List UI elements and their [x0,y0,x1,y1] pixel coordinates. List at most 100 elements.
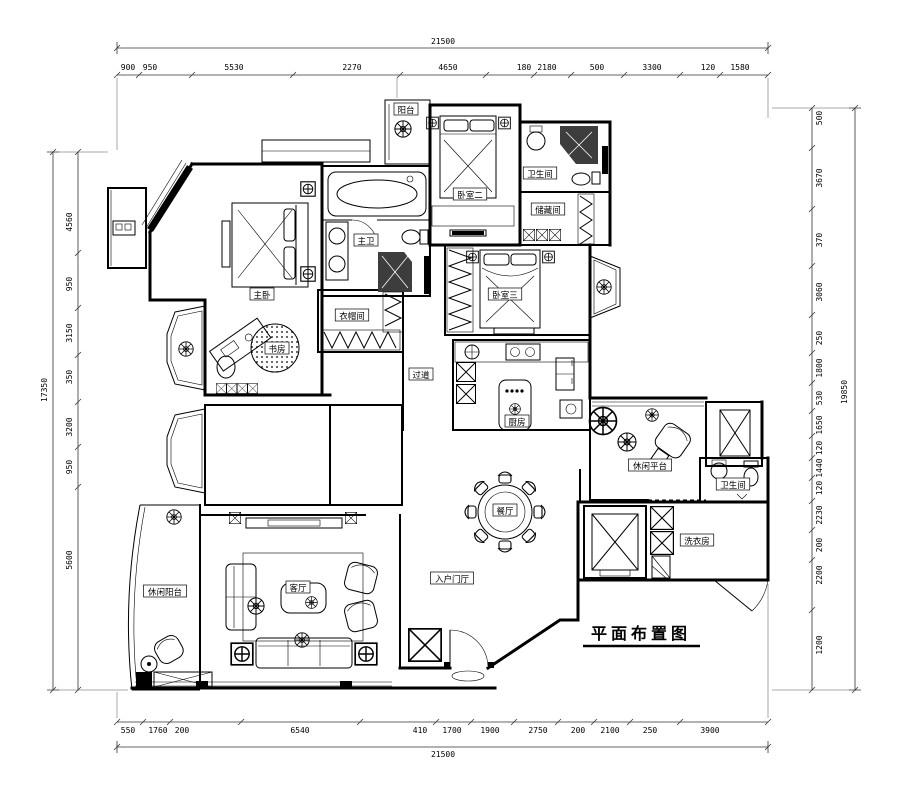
toilet-icon [401,229,429,245]
dining-chair-icon [464,504,477,520]
dim-label: 250 [643,726,658,735]
rug-icon [242,552,364,642]
room-label-box-closet [334,308,370,322]
room-label-storage: 储藏间 [535,205,561,216]
plant-icon [596,279,612,295]
dim-tick [676,71,684,79]
dim-tick [851,104,859,112]
bookshelf-icon [237,383,248,394]
cabinet-icon [456,384,476,404]
plant-icon [617,432,637,452]
dining-chair-icon [497,471,513,484]
plant-icon [588,406,618,436]
cabinet-icon [523,228,535,242]
dim-tick [808,349,816,357]
dim-tick [74,351,82,359]
armchair-icon [654,422,691,459]
room-label-living-room: 客厅 [289,583,307,594]
room-laundry [583,505,769,612]
dining-chair-icon [471,527,490,546]
room-foyer [408,628,494,682]
stove-icon [505,343,541,361]
dim-label: 1760 [148,726,167,735]
room-label-bath-2: 卫生间 [527,169,553,180]
dim-label: 4560 [65,212,74,231]
room-label-box-study [264,341,290,355]
plant-icon [645,408,659,422]
dim-label: 1900 [480,726,499,735]
room-guest-bath [710,459,759,500]
walls [107,99,770,691]
dim-label: 500 [590,63,605,72]
room-label-leisure-platform: 休闲平台 [633,461,667,472]
dim-label: 1200 [815,635,824,654]
dim-tick [74,483,82,491]
drawing-title-text: 平面布置图 [591,624,691,643]
dim-total-label: 21500 [431,37,455,46]
plant-icon [178,341,194,357]
toilet-icon [743,460,759,487]
fridge-icon [555,357,575,391]
dim-tick [808,262,816,270]
dim-label: 2750 [528,726,547,735]
nightstand-lamp-icon [300,266,316,282]
side-table-lamp-icon [230,642,254,666]
chair-icon [216,355,236,379]
plant-icon [394,120,412,138]
dim-tick [188,71,196,79]
room-label-dining: 餐厅 [496,507,514,517]
dim-tick [139,718,147,726]
dim-tick [808,606,816,614]
dim-label: 200 [175,726,190,735]
room-label-closet: 衣帽间 [339,311,365,322]
room-label-bedroom-2: 卧室二 [457,190,483,201]
dim-tick [808,144,816,152]
drawing-title: 平面布置图 [583,624,700,648]
room-label-master-bath: 主卫 [357,236,375,247]
dim-label: 200 [571,726,586,735]
room-label-corridor: 过道 [412,370,430,381]
room-label-balcony-top: 阳台 [397,105,414,116]
sink-icon [526,131,546,151]
dim-tick [764,44,772,52]
dim-tick [113,71,121,79]
room-label-box-laundry [679,533,715,547]
room-label-leisure-balcony: 休闲阳台 [148,587,182,598]
entry-door-icon [444,629,494,682]
dim-tick [851,686,859,694]
dim-label: 500 [815,111,824,126]
rug-icon [431,205,515,227]
dim-total-label: 19850 [840,380,849,404]
dining-chair-icon [520,527,539,546]
dim-tick [808,432,816,440]
dim-label: 950 [65,277,74,292]
room-label-box-master-bath [353,233,379,247]
room-living [225,512,378,669]
dim-tick [467,718,475,726]
dim-tick [356,718,364,726]
dim-tick [510,718,518,726]
armchair-icon [344,561,378,595]
dim-tick [554,718,562,726]
dim-label: 200 [815,538,824,553]
dim-tick [808,474,816,482]
armchair-icon [344,599,378,633]
dim-label: 950 [143,63,158,72]
bathtub-icon [327,171,427,217]
dim-tick [808,205,816,213]
dim-tick [482,71,490,79]
dim-tick [676,718,684,726]
dim-tick [808,526,816,534]
room-label-box-dining [492,503,518,517]
dining-chair-icon [471,478,490,497]
dim-label: 3900 [700,726,719,735]
shoe-cabinet-icon [408,628,442,662]
room-dining [464,471,546,553]
dim-tick [764,71,772,79]
room-label-box-bedroom-2 [452,187,488,201]
side-table-lamp-icon [354,642,378,666]
dim-label: 1440 [815,458,824,477]
dim-label: 550 [121,726,136,735]
room-study [178,317,300,394]
